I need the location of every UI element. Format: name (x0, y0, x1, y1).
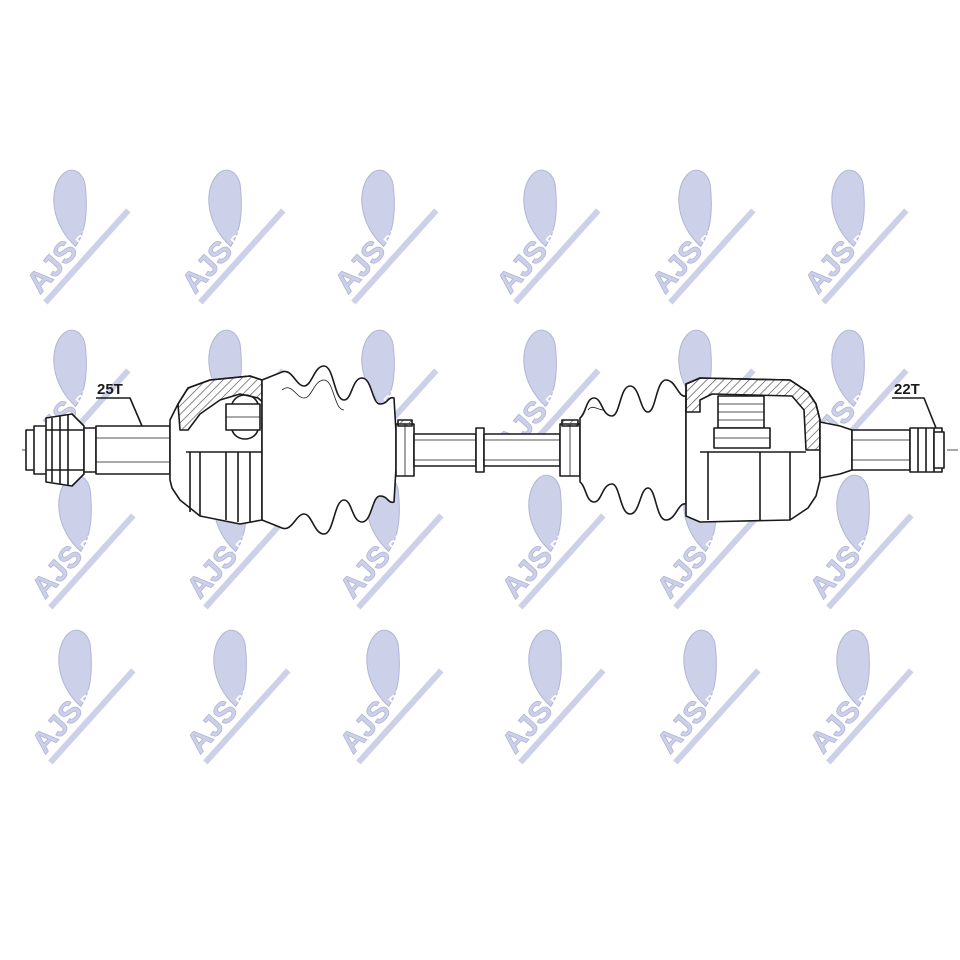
watermark-underline (518, 668, 606, 765)
watermark-underline (518, 513, 606, 610)
watermark-badge-icon (53, 169, 87, 248)
watermark-underline (356, 513, 444, 610)
watermark-badge-icon (53, 329, 87, 408)
watermark-badge-icon (366, 629, 400, 708)
watermark-underline (826, 513, 914, 610)
watermark-badge-icon (683, 629, 717, 708)
watermark-badge-icon (208, 169, 242, 248)
watermark-underline (513, 208, 601, 305)
watermark-badge-icon (58, 629, 92, 708)
inner-cv-joint (685, 377, 821, 523)
left-spline-label: 25T (97, 381, 123, 398)
watermark-badge-icon (678, 169, 712, 248)
watermark-underline (356, 668, 444, 765)
watermark-badge-icon (528, 629, 562, 708)
watermark-underline (351, 208, 439, 305)
left-spline-callout (96, 397, 143, 427)
watermark-badge-icon (523, 169, 557, 248)
watermark-badge-icon (831, 329, 865, 408)
watermark-badge-icon (836, 629, 870, 708)
right-spline-shaft (819, 421, 945, 479)
watermark-underline (821, 208, 909, 305)
watermark-badge-icon (523, 329, 557, 408)
drive-shaft-drawing (22, 365, 958, 535)
left-spline-shaft (25, 413, 171, 487)
watermark-underline (48, 513, 136, 610)
watermark-underline (203, 668, 291, 765)
right-spline-label: 22T (894, 381, 920, 398)
watermark-badge-icon (361, 169, 395, 248)
watermark-badge-icon (831, 169, 865, 248)
watermark-underline (48, 668, 136, 765)
watermark-badge-icon (213, 629, 247, 708)
main-shaft (413, 427, 561, 473)
right-spline-callout (892, 397, 937, 429)
watermark-underline (673, 513, 761, 610)
inner-boot (559, 379, 687, 521)
watermark-badge-icon (836, 474, 870, 553)
outer-boot (261, 365, 415, 535)
watermark-badge-icon (528, 474, 562, 553)
watermark-underline (43, 208, 131, 305)
watermark-underline (668, 208, 756, 305)
watermark-underline (198, 208, 286, 305)
watermark-underline (826, 668, 914, 765)
outer-cv-joint (169, 375, 283, 525)
watermark-underline (203, 513, 291, 610)
watermark-underline (673, 668, 761, 765)
